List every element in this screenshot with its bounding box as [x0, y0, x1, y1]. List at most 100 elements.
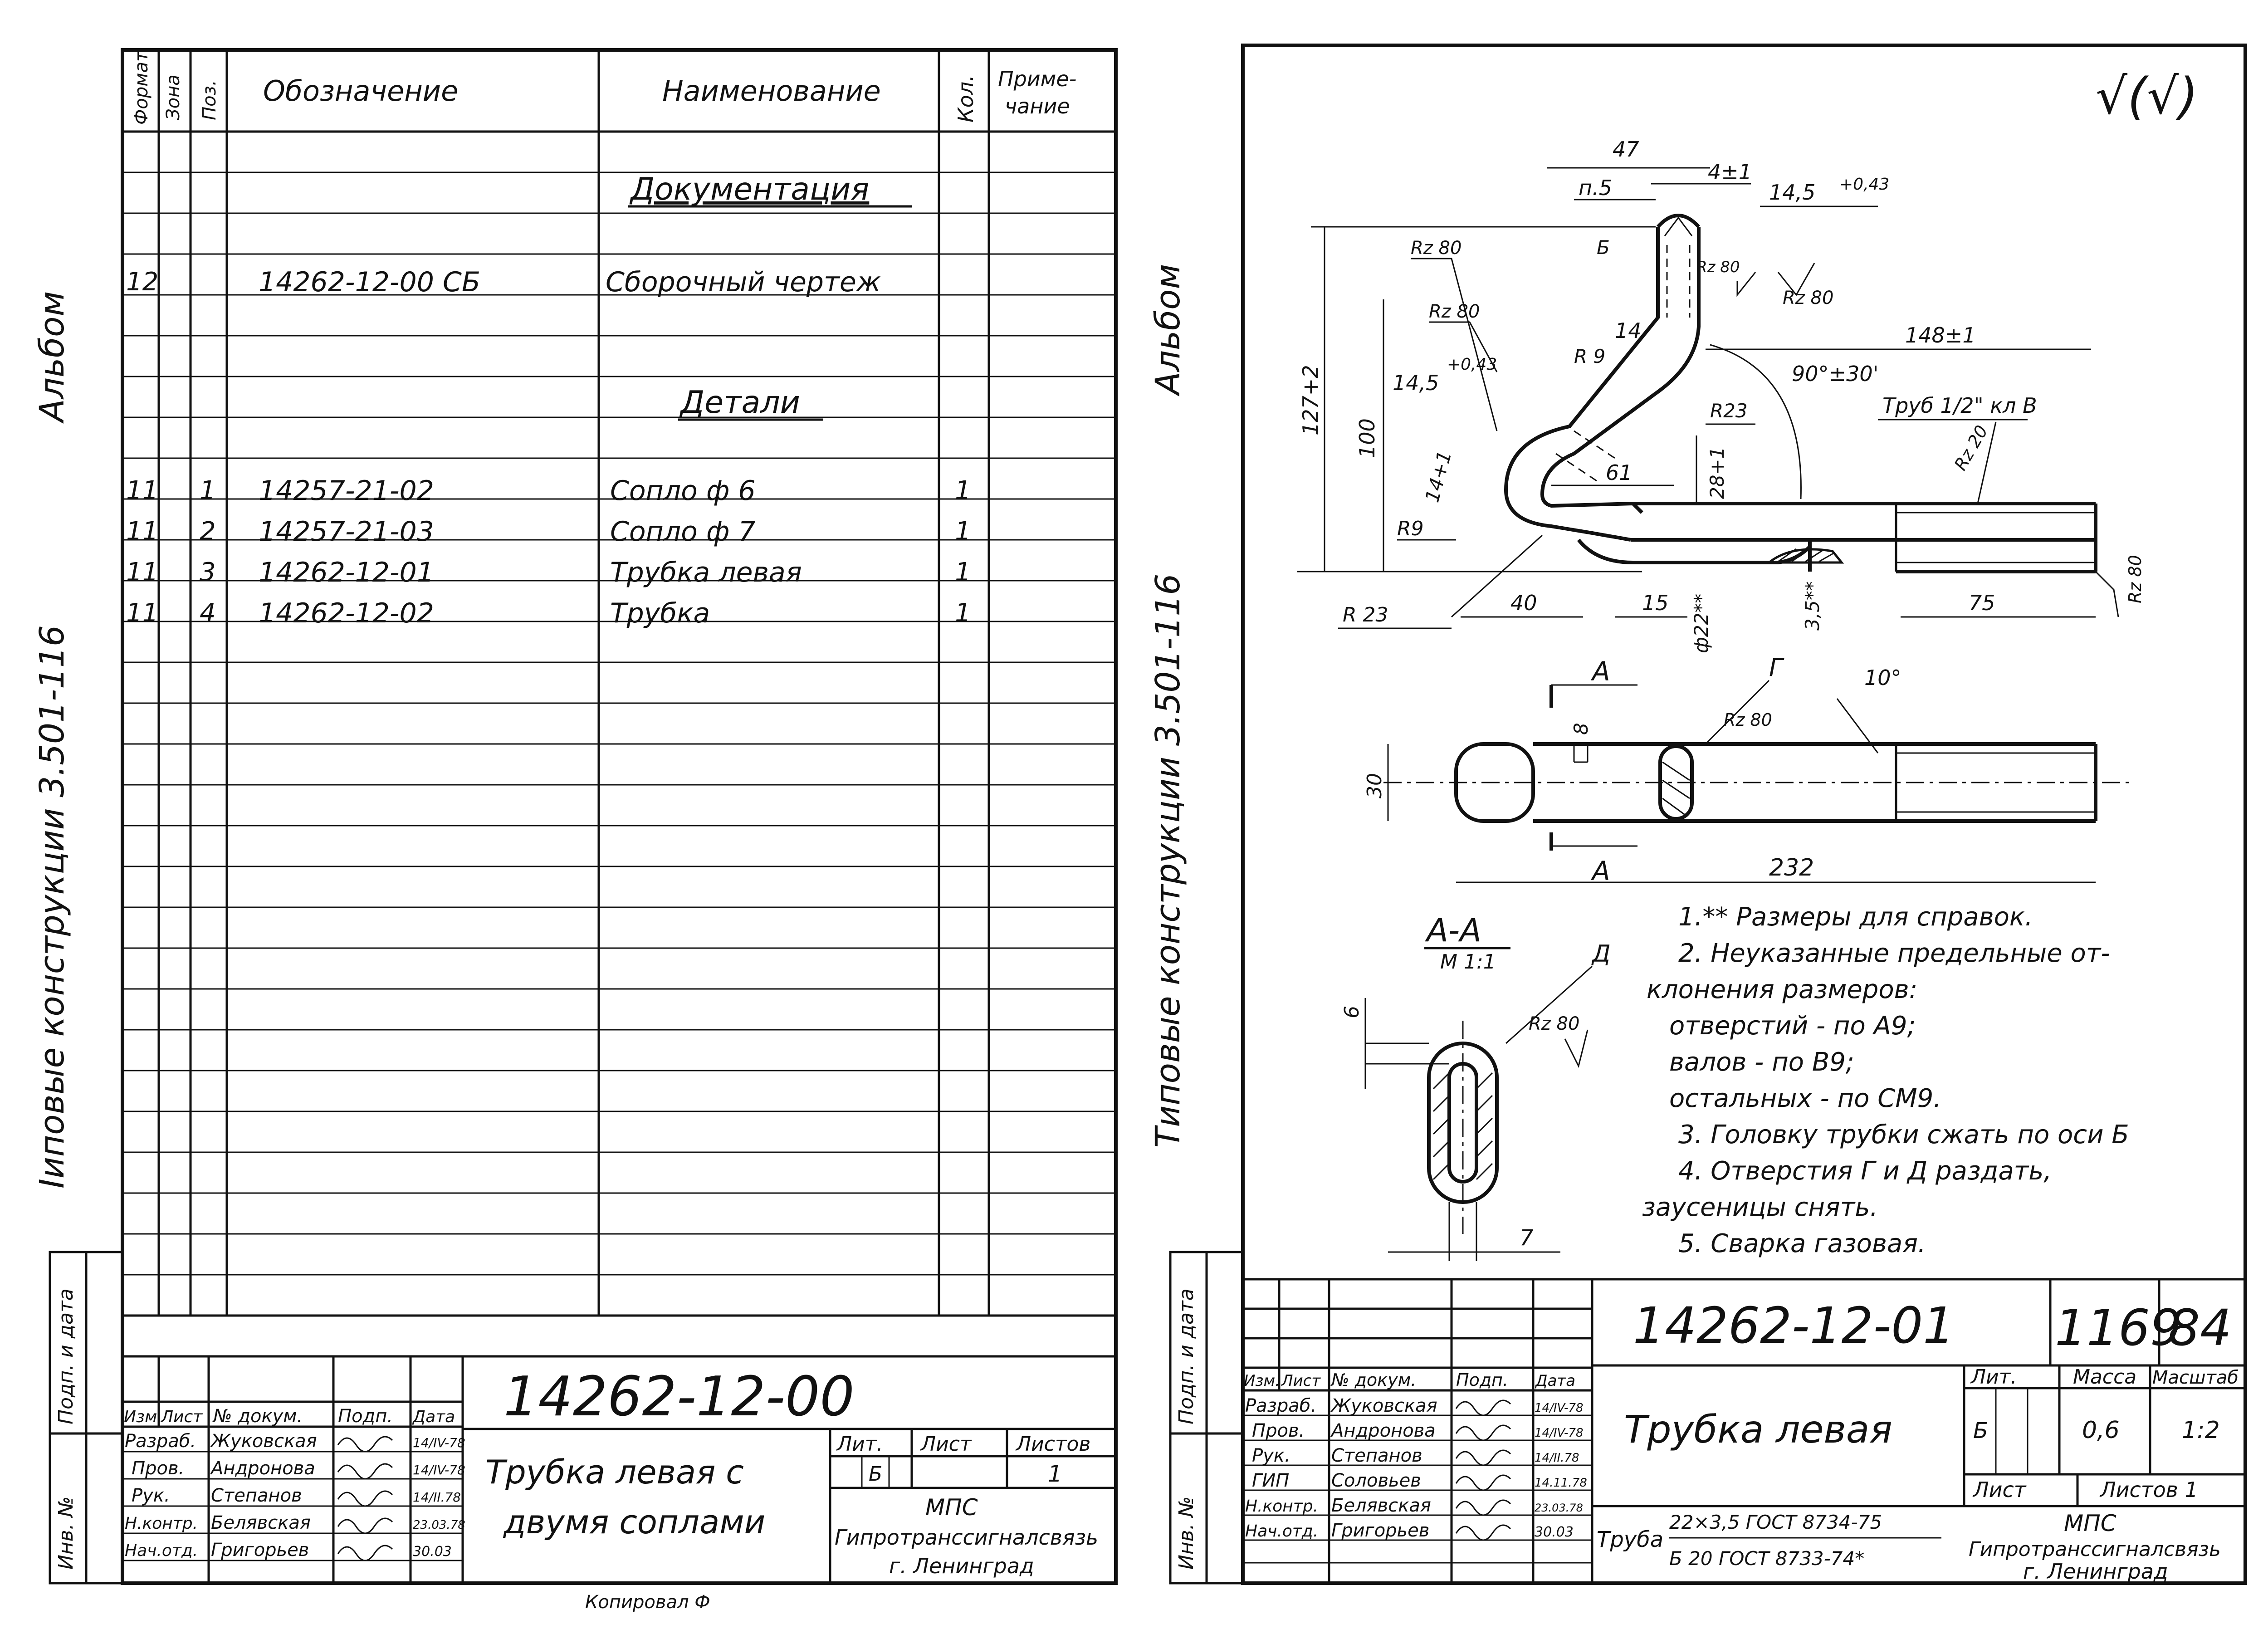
svg-text:23.03.78: 23.03.78 — [413, 1518, 465, 1532]
svg-text:14.11.78: 14.11.78 — [1535, 1476, 1587, 1490]
svg-text:п.5: п.5 — [1579, 176, 1612, 200]
svg-text:остальных - по СМ9.: остальных - по СМ9. — [1669, 1084, 1941, 1113]
svg-text:Rz 80: Rz 80 — [1696, 258, 1740, 276]
svg-text:14/II.78: 14/II.78 — [1535, 1451, 1579, 1465]
svg-text:Григорьев: Григорьев — [211, 1540, 309, 1561]
right-doc-number: 14262-12-01 — [1633, 1296, 1955, 1355]
svg-text:Разраб.: Разраб. — [1245, 1395, 1316, 1416]
spec-row: 11 3 14262-12-01 Трубка левая 1 — [126, 557, 971, 588]
svg-text:40: 40 — [1510, 591, 1537, 615]
svg-text:1: 1 — [955, 476, 971, 505]
svg-text:8: 8 — [1570, 723, 1592, 735]
svg-text:Б: Б — [869, 1463, 882, 1486]
svg-text:А: А — [1590, 656, 1610, 687]
spec-row-lines — [122, 171, 1116, 1276]
svg-text:Масштаб: Масштаб — [2152, 1367, 2239, 1388]
right-series-label: Типовые конструкции 3.501-116 — [1149, 573, 1188, 1148]
svg-text:отверстий - по А9;: отверстий - по А9; — [1669, 1011, 1916, 1041]
signature-mark — [1455, 1399, 1511, 1416]
svg-text:4. Отверстия Г и Д раздать,: 4. Отверстия Г и Д раздать, — [1678, 1156, 2052, 1186]
svg-text:Rz 80: Rz 80 — [1429, 301, 1480, 322]
svg-text:11: 11 — [126, 598, 158, 628]
svg-text:Сборочный чертеж: Сборочный чертеж — [606, 266, 881, 298]
spec-row: 11 1 14257-21-02 Сопло ф 6 1 — [126, 475, 971, 507]
svg-text:Дата: Дата — [1535, 1372, 1575, 1390]
left-title-block: 14262-12-00 Трубка левая с двумя соплами… — [122, 1355, 1116, 1613]
svg-text:R23: R23 — [1710, 400, 1748, 422]
svg-text:Rz 80: Rz 80 — [1529, 1013, 1579, 1034]
spec-row: 12 14262-12-00 СБ Сборочный чертеж — [126, 266, 881, 298]
svg-text:R9: R9 — [1397, 517, 1424, 540]
svg-text:232: 232 — [1769, 854, 1814, 881]
spec-head-format: Формат — [131, 50, 152, 125]
svg-text:заусеницы снять.: заусеницы снять. — [1642, 1193, 1878, 1222]
svg-text:1: 1 — [955, 558, 971, 587]
right-sheet: Альбом Типовые конструкции 3.501-116 √(√… — [1149, 44, 2247, 1585]
svg-text:Труба: Труба — [1597, 1527, 1663, 1552]
svg-text:Степанов: Степанов — [1331, 1445, 1422, 1466]
signature-mark — [1455, 1449, 1511, 1466]
svg-text:84: 84 — [2168, 1299, 2232, 1357]
signature-mark — [337, 1490, 393, 1507]
svg-text:Н.контр.: Н.контр. — [1245, 1497, 1318, 1516]
svg-text:2: 2 — [200, 517, 216, 546]
svg-text:Подп.: Подп. — [338, 1406, 393, 1427]
svg-text:14262-12-00 СБ: 14262-12-00 СБ — [259, 266, 480, 298]
svg-text:11: 11 — [126, 517, 158, 546]
svg-text:Нач.отд.: Нач.отд. — [125, 1541, 198, 1560]
svg-text:Подп. и дата: Подп. и дата — [54, 1288, 78, 1424]
right-title-block: 14262-12-01 1169 84 Трубка левая Изм. Ли… — [1243, 1278, 2245, 1584]
svg-text:14257-21-03: 14257-21-03 — [259, 516, 434, 548]
svg-text:1.** Размеры для справок.: 1.** Размеры для справок. — [1678, 902, 2033, 932]
svg-text:1: 1 — [955, 517, 971, 546]
svg-text:22×3,5 ГОСТ 8734-75: 22×3,5 ГОСТ 8734-75 — [1669, 1511, 1882, 1533]
svg-text:М 1:1: М 1:1 — [1440, 950, 1496, 974]
pipe-main-view: 47 п.5 4±1 14,5 +0,43 127+2 100 Rz 80 Б … — [1297, 137, 2145, 653]
roughness-sign: √(√) — [2096, 67, 2198, 125]
svg-text:Д: Д — [1591, 940, 1611, 968]
svg-text:4±1: 4±1 — [1708, 160, 1752, 184]
signature-mark — [1455, 1474, 1511, 1491]
spec-row: 11 2 14257-21-03 Сопло ф 7 1 — [126, 516, 971, 548]
svg-text:+0,43: +0,43 — [1447, 355, 1497, 374]
svg-text:Соловьев: Соловьев — [1331, 1470, 1421, 1491]
section-aa: А-А М 1:1 Д Rz 80 6 7 — [1340, 912, 1611, 1261]
section-documentation: Документация — [629, 171, 869, 207]
svg-text:Нач.отд.: Нач.отд. — [1245, 1522, 1318, 1541]
signature-mark — [1455, 1524, 1511, 1541]
signature-mark — [1455, 1499, 1511, 1516]
svg-text:Rz 80: Rz 80 — [1783, 288, 1833, 308]
pipe-plan-view: А Г Rz 80 10° 8 30 А 232 — [1363, 653, 2132, 886]
svg-text:г. Ленинград: г. Ленинград — [2023, 1559, 2168, 1584]
svg-text:14262-12-01: 14262-12-01 — [259, 557, 434, 588]
svg-text:14: 14 — [1615, 318, 1642, 343]
signature-mark — [337, 1463, 393, 1480]
svg-text:14/IV-78: 14/IV-78 — [1535, 1401, 1584, 1415]
svg-text:Андронова: Андронова — [1330, 1420, 1436, 1441]
svg-text:Жуковская: Жуковская — [210, 1431, 317, 1452]
signature-mark — [337, 1545, 393, 1561]
svg-text:14+1: 14+1 — [1421, 448, 1456, 504]
copied-label: Копировал Ф — [585, 1592, 710, 1613]
svg-text:11: 11 — [126, 476, 158, 505]
svg-text:90°±30': 90°±30' — [1792, 362, 1878, 386]
svg-text:14,5: 14,5 — [1769, 180, 1815, 205]
svg-text:Разраб.: Разраб. — [125, 1431, 196, 1452]
svg-text:Изм.: Изм. — [124, 1408, 162, 1426]
svg-text:клонения размеров:: клонения размеров: — [1647, 975, 1917, 1004]
svg-text:14262-12-02: 14262-12-02 — [259, 597, 434, 629]
svg-text:Труб 1/2" кл В: Труб 1/2" кл В — [1882, 393, 2037, 418]
svg-text:МПС: МПС — [2064, 1510, 2116, 1536]
svg-text:Степанов: Степанов — [211, 1485, 302, 1506]
svg-text:148±1: 148±1 — [1905, 323, 1976, 347]
svg-text:Трубка левая: Трубка левая — [610, 557, 802, 588]
svg-text:100: 100 — [1355, 418, 1379, 458]
svg-text:А-А: А-А — [1425, 912, 1481, 949]
svg-text:14/II.78: 14/II.78 — [413, 1490, 461, 1505]
svg-text:Лист: Лист — [920, 1433, 972, 1456]
svg-text:14,5: 14,5 — [1393, 371, 1439, 395]
svg-text:Подп. и дата: Подп. и дата — [1175, 1288, 1198, 1424]
svg-text:1: 1 — [200, 476, 216, 505]
svg-text:МПС: МПС — [925, 1494, 978, 1521]
svg-text:Г: Г — [1769, 653, 1784, 682]
